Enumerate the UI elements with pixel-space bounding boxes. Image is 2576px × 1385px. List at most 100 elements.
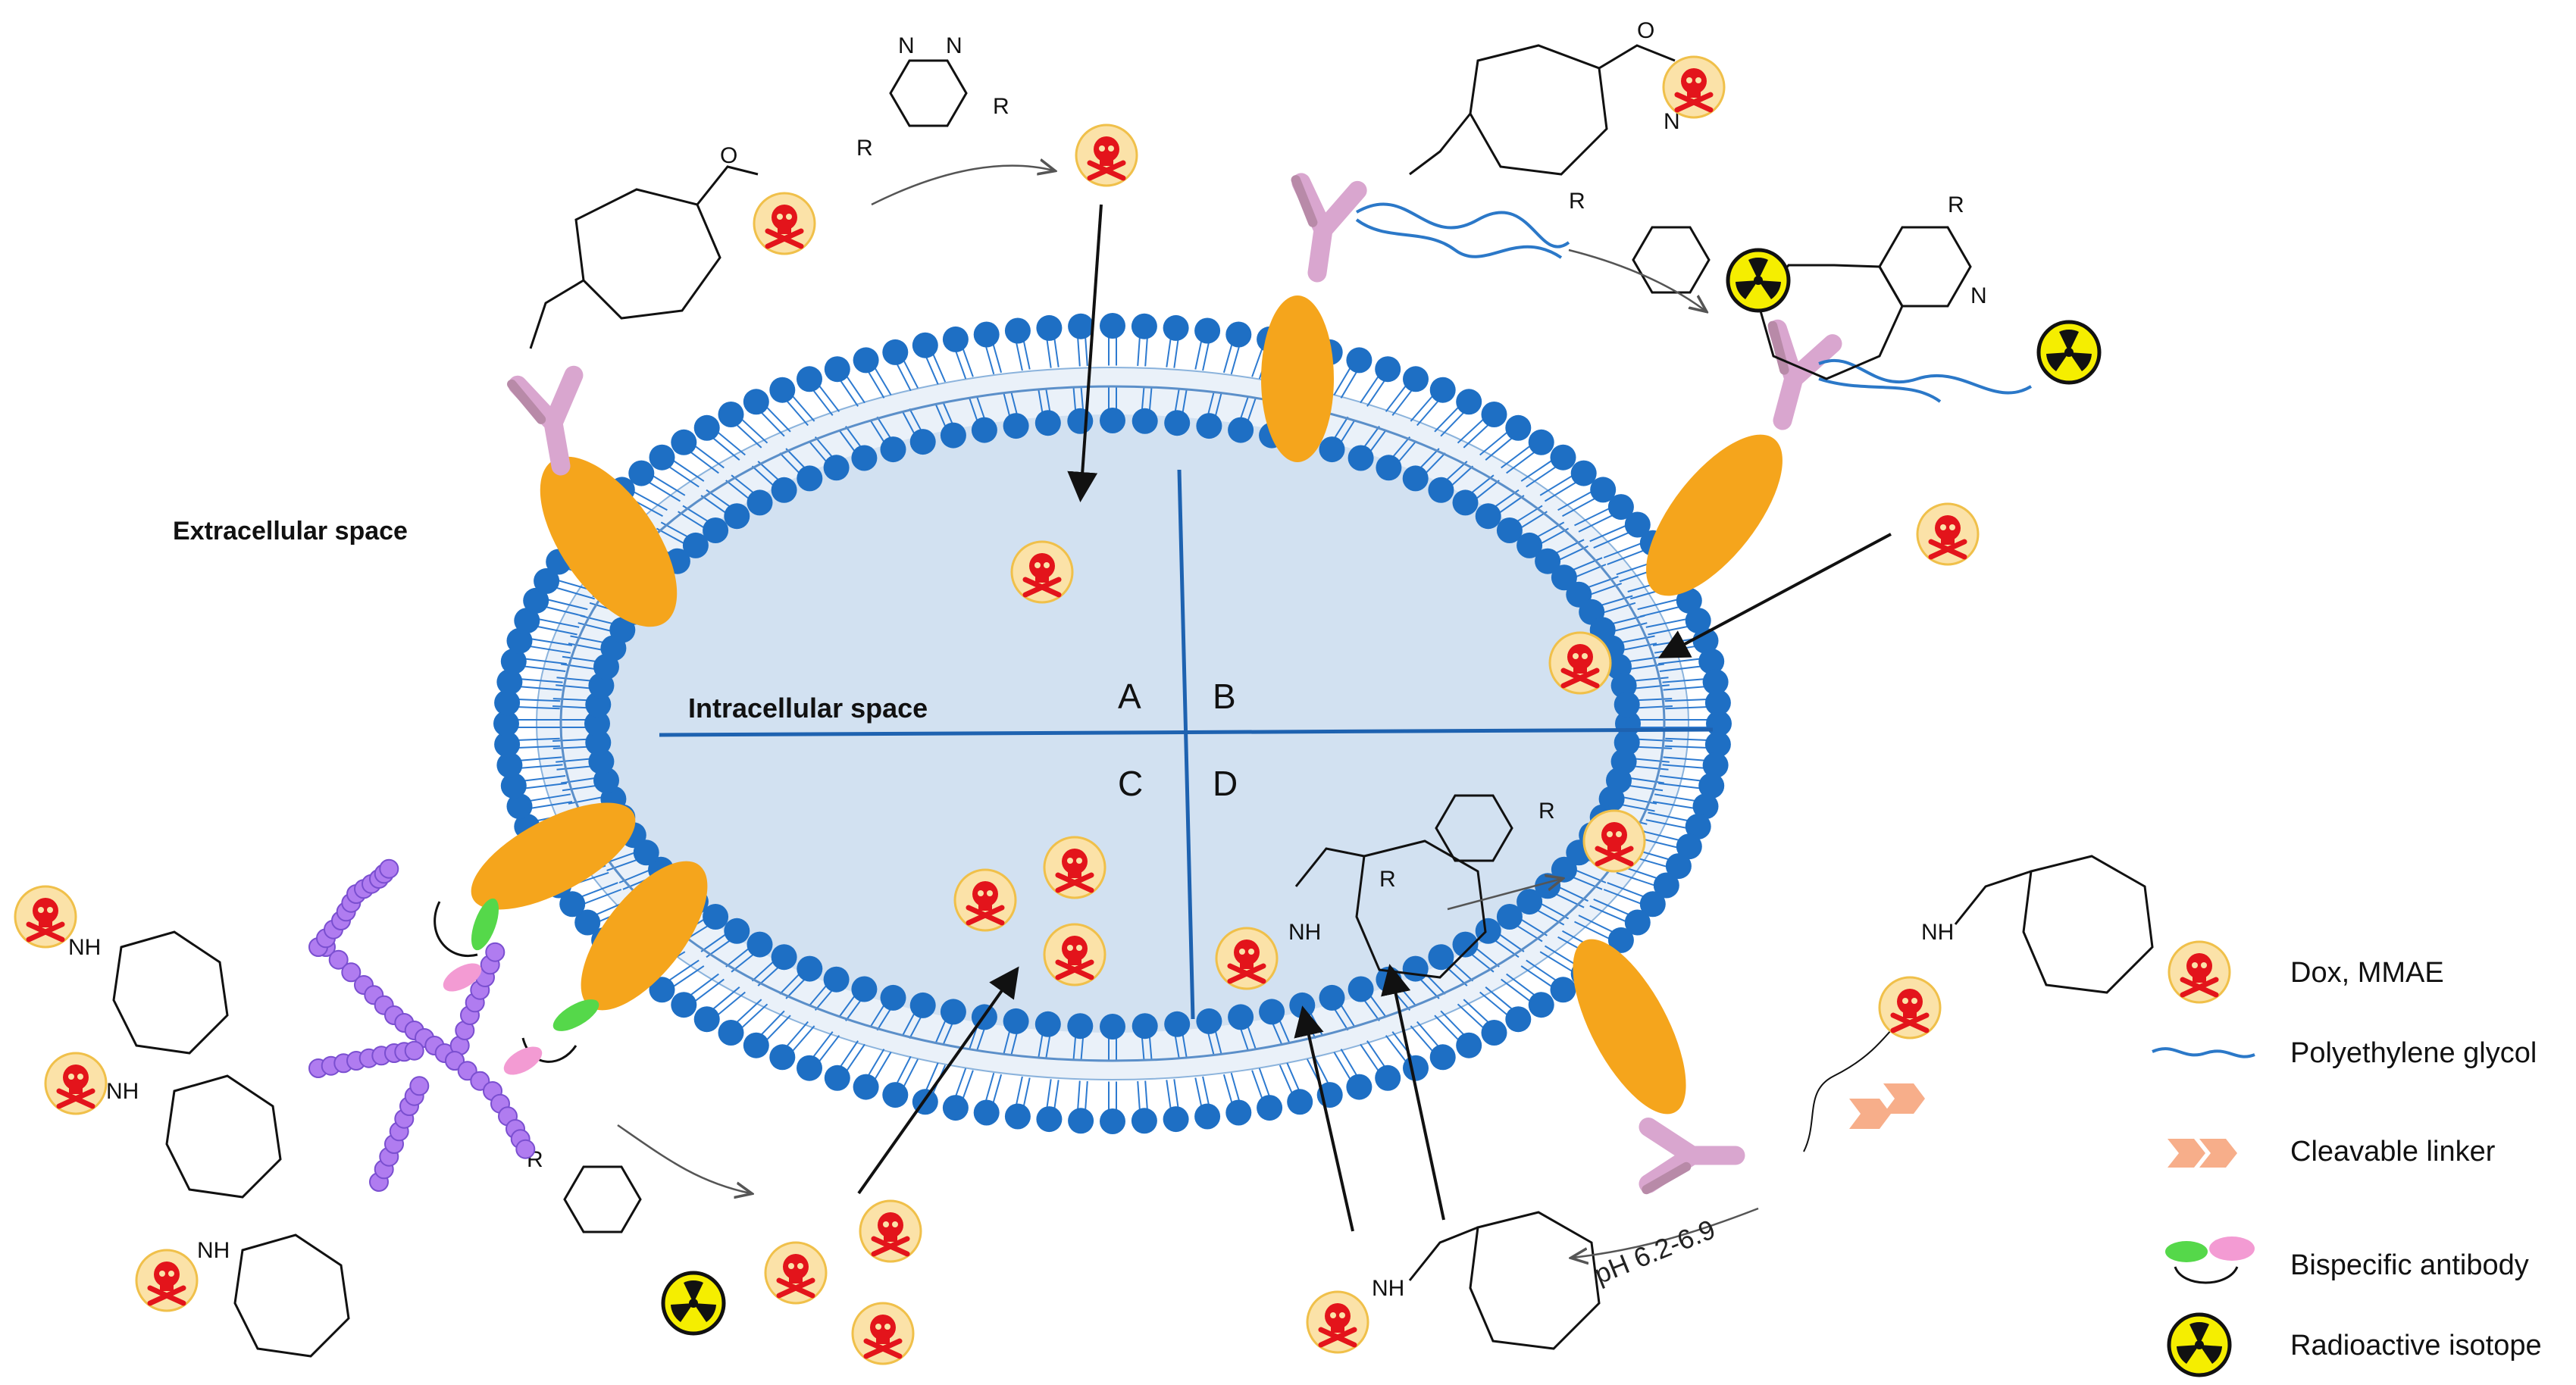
lipid-head: [1131, 408, 1158, 434]
lipid-head: [496, 752, 523, 778]
lipid-head: [523, 587, 549, 614]
receptor-lower-left-2: [581, 861, 708, 1011]
lipid-head: [1676, 587, 1702, 614]
lipid-head: [682, 532, 709, 558]
lipid-head: [1196, 413, 1222, 439]
lipid-head: [973, 321, 1000, 348]
cleavable-linker: [1803, 1007, 1925, 1152]
polymer-bead: [341, 962, 362, 983]
lipid-head: [496, 669, 523, 696]
lipid-head: [1685, 813, 1711, 839]
lipid-head: [628, 460, 655, 486]
lipid-head: [1452, 489, 1479, 516]
svg-text:NH: NH: [1372, 1276, 1404, 1301]
lipid-head: [1505, 1006, 1532, 1033]
lipid-head: [1590, 477, 1617, 503]
legend-drug-icon: [2169, 942, 2230, 1002]
lipid-head: [1068, 1108, 1094, 1134]
lipid-head: [973, 1099, 1000, 1126]
antibody-top: [1283, 180, 1357, 277]
lipid-head: [493, 711, 519, 736]
polymer-bead: [379, 858, 399, 879]
lipid-head: [1225, 321, 1252, 348]
lipid-head: [747, 931, 773, 958]
lipid-head: [1550, 977, 1576, 1003]
lipid-head: [1131, 1108, 1157, 1134]
lipid-head: [1496, 517, 1523, 543]
legend: Dox, MMAE Polyethylene glycol Cleavable …: [2152, 942, 2542, 1375]
receptor-upper-right: [1646, 434, 1783, 596]
lipid-head: [718, 402, 744, 427]
lipid-head: [724, 503, 750, 530]
lipid-head: [671, 429, 697, 455]
drug-icon: [853, 1303, 913, 1364]
lipid-head: [940, 422, 966, 449]
lipid-head: [1528, 429, 1554, 455]
drug-icon: [860, 1201, 921, 1262]
lipid-head: [1287, 1089, 1313, 1115]
quadrant-label-c: C: [1118, 764, 1143, 803]
drug-icon: [1044, 924, 1105, 985]
svg-text:R: R: [1569, 189, 1585, 214]
legend-linker-icon: [2168, 1139, 2237, 1168]
lipid-head: [971, 417, 997, 443]
lipid-head: [1003, 1008, 1029, 1034]
lipid-head: [1068, 313, 1094, 339]
lipid-head: [1346, 1074, 1373, 1100]
lipid-head: [500, 648, 527, 674]
lipid-head: [1196, 1008, 1222, 1034]
lipid-head: [534, 567, 560, 594]
lipid-head: [1194, 1103, 1221, 1130]
lipid-head: [1535, 548, 1561, 574]
receptor-lower-right: [1573, 939, 1686, 1115]
lipid-head: [671, 992, 697, 1018]
lipid-head: [909, 429, 936, 455]
drug-icon: [45, 1053, 106, 1114]
lipid-head: [1375, 1065, 1401, 1091]
lipid-head: [585, 691, 612, 718]
legend-linker-label: Cleavable linker: [2290, 1136, 2496, 1168]
lipid-head: [703, 517, 729, 543]
lipid-head: [1614, 730, 1640, 756]
lipid-head: [1375, 356, 1401, 383]
lipid-head: [1003, 413, 1029, 439]
lipid-head: [1428, 477, 1454, 503]
lipid-head: [1376, 455, 1402, 481]
lipid-head: [797, 366, 822, 392]
svg-text:R: R: [1379, 867, 1396, 892]
drug-icon: [1550, 633, 1610, 693]
polymer-bead: [485, 942, 505, 962]
legend-peg-label: Polyethylene glycol: [2290, 1037, 2537, 1069]
lipid-head: [718, 1020, 744, 1046]
lipid-head: [588, 749, 615, 775]
svg-text:R: R: [856, 136, 873, 161]
receptor-upper-left: [540, 456, 678, 627]
lipid-head: [693, 1006, 720, 1033]
lipid-head: [1676, 833, 1702, 860]
lipid-head: [797, 955, 823, 982]
lipid-head: [649, 977, 675, 1003]
lipid-head: [1347, 445, 1374, 471]
lipid-head: [703, 904, 729, 930]
lipid-head: [851, 445, 878, 471]
lipid-head: [880, 436, 906, 463]
lipid-head: [1704, 689, 1731, 716]
legend-bispecific-icon: [2165, 1236, 2255, 1284]
receptor-top: [1261, 295, 1334, 462]
svg-text:R: R: [1538, 799, 1555, 824]
drug-icon: [1012, 542, 1072, 602]
chem-structures: [112, 44, 2154, 1358]
lipid-head: [1698, 648, 1725, 674]
lipid-head: [853, 347, 879, 374]
lipid-head: [1402, 955, 1429, 982]
polymer-bead: [515, 1139, 536, 1159]
lipid-head: [1100, 1014, 1125, 1040]
lipid-head: [1067, 1013, 1094, 1040]
lipid-head: [693, 414, 720, 441]
drug-icon: [1664, 57, 1724, 117]
lipid-head: [1194, 317, 1221, 344]
svg-text:N: N: [1664, 109, 1680, 134]
lipid-head: [797, 1055, 822, 1081]
lipid-head: [1607, 494, 1634, 521]
lipid-head: [942, 326, 969, 352]
